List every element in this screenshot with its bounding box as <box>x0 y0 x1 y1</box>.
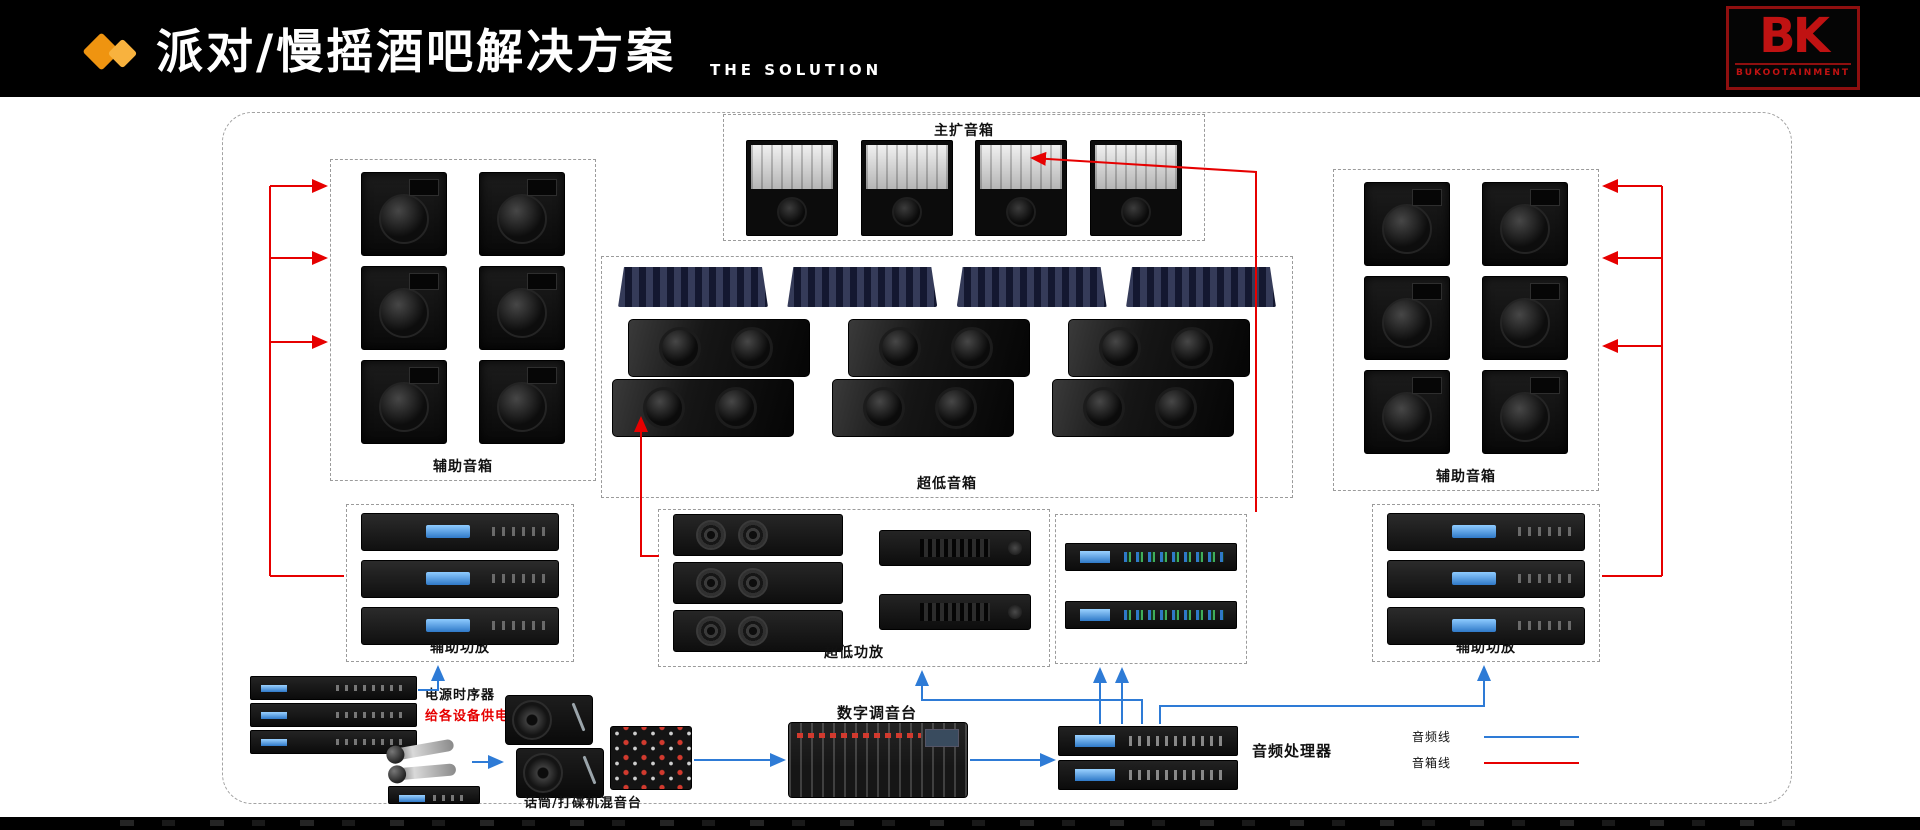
power-sequencer-unit <box>250 703 417 727</box>
subwoofers-label: 超低音箱 <box>917 476 977 492</box>
line-array-speaker <box>956 267 1107 307</box>
amplifier-stack <box>1373 513 1599 645</box>
subwoofers-group: 超低音箱 <box>601 256 1293 498</box>
aux-amps-right-label: 辅助功放 <box>1456 640 1516 656</box>
digital-mixing-console <box>788 722 968 798</box>
subwoofer <box>612 379 794 437</box>
processor-stack <box>1056 543 1246 629</box>
aux-speaker <box>479 172 565 256</box>
audio-processor-unit <box>1058 726 1238 756</box>
legend-speaker-label: 音箱线 <box>1412 756 1452 770</box>
main-speaker <box>860 140 953 236</box>
aux-amps-left-label: 辅助功放 <box>430 640 490 656</box>
aux-speaker <box>1482 370 1568 454</box>
subwoofer <box>848 319 1030 377</box>
subwoofer-row <box>628 319 1250 377</box>
aux-speakers-grid <box>345 172 581 444</box>
sub-amps-label: 超低功放 <box>824 645 884 661</box>
subwoofer-row <box>612 379 1234 437</box>
dj-turntable <box>505 695 593 745</box>
amplifier-unit <box>879 530 1031 566</box>
subwoofer <box>832 379 1014 437</box>
fan-amplifier-stack <box>673 514 843 652</box>
fan-amplifier-unit <box>673 562 843 604</box>
power-sequencer-label: 电源时序器 <box>425 688 496 703</box>
aux-speaker <box>1364 182 1450 266</box>
subwoofer <box>628 319 810 377</box>
mic-receiver-unit <box>388 786 480 804</box>
aux-speaker <box>1482 182 1568 266</box>
main-speaker <box>975 140 1068 236</box>
speaker-line-sample <box>1484 762 1579 764</box>
aux-speaker <box>479 360 565 444</box>
main-speakers-row <box>724 140 1204 236</box>
aux-speakers-left-label: 辅助音箱 <box>433 459 493 475</box>
aux-speaker <box>361 360 447 444</box>
amplifier-stack <box>879 530 1031 630</box>
power-note-label: 给各设备供电 <box>425 709 510 724</box>
audio-processor-unit <box>1058 760 1238 790</box>
digital-console-label: 数字调音台 <box>836 704 917 722</box>
dj-turntable <box>516 748 604 798</box>
diamond-logo-icon <box>82 32 150 71</box>
aux-amps-left-group: 辅助功放 <box>346 504 574 662</box>
amplifier-unit <box>1387 513 1585 551</box>
mic-dj-mixer-label: 话筒/打碟机混音台 <box>524 796 642 811</box>
dsp-unit <box>1065 601 1237 629</box>
brand-name: BUKOOTAINMENT <box>1735 63 1851 78</box>
page-subtitle: THE SOLUTION <box>710 61 883 79</box>
aux-speaker <box>479 266 565 350</box>
main-speakers-group: 主扩音箱 <box>723 114 1205 241</box>
aux-speakers-grid <box>1348 182 1584 454</box>
brand-monogram: BK <box>1759 8 1830 64</box>
amplifier-unit <box>361 560 559 598</box>
aux-speaker <box>361 266 447 350</box>
bottom-strip <box>0 817 1920 830</box>
dj-mixer <box>610 726 692 790</box>
aux-speakers-left-group: 辅助音箱 <box>330 159 596 481</box>
legend-audio-label: 音频线 <box>1412 730 1452 744</box>
amplifier-stack <box>347 513 573 645</box>
page-title: 派对/慢摇酒吧解决方案 <box>156 25 677 80</box>
fan-amplifier-unit <box>673 514 843 556</box>
amplifier-unit <box>1387 607 1585 645</box>
dsp-unit <box>1065 543 1237 571</box>
amplifier-unit <box>361 607 559 645</box>
aux-speakers-right-label: 辅助音箱 <box>1436 469 1496 485</box>
audio-line-sample <box>1484 736 1579 738</box>
amplifier-unit <box>879 594 1031 630</box>
line-array-speaker <box>618 267 768 307</box>
subwoofer <box>1052 379 1234 437</box>
audio-processor-label: 音频处理器 <box>1252 742 1333 760</box>
amplifier-unit <box>361 513 559 551</box>
power-sequencer-unit <box>250 730 417 754</box>
brand-logo: BK BUKOOTAINMENT <box>1726 6 1860 90</box>
main-speakers-label: 主扩音箱 <box>934 123 994 139</box>
processor-rack-group <box>1055 514 1247 664</box>
diagram-frame <box>222 112 1792 804</box>
main-speaker <box>1089 140 1182 236</box>
aux-speaker <box>1482 276 1568 360</box>
aux-amps-right-group: 辅助功放 <box>1372 504 1600 662</box>
aux-speaker <box>1364 276 1450 360</box>
fan-amplifier-unit <box>673 610 843 652</box>
header-bar: 派对/慢摇酒吧解决方案 THE SOLUTION BK BUKOOTAINMEN… <box>0 0 1920 97</box>
subwoofer <box>1068 319 1250 377</box>
line-array-speaker <box>787 267 938 307</box>
main-speaker <box>746 140 839 236</box>
aux-speaker <box>361 172 447 256</box>
line-array-speaker <box>1125 267 1276 307</box>
aux-speaker <box>1364 370 1450 454</box>
aux-speakers-right-group: 辅助音箱 <box>1333 169 1599 491</box>
power-sequencer-unit <box>250 676 417 700</box>
sub-amps-group: 超低功放 <box>658 509 1050 667</box>
amplifier-unit <box>1387 560 1585 598</box>
line-array-row <box>618 267 1276 307</box>
